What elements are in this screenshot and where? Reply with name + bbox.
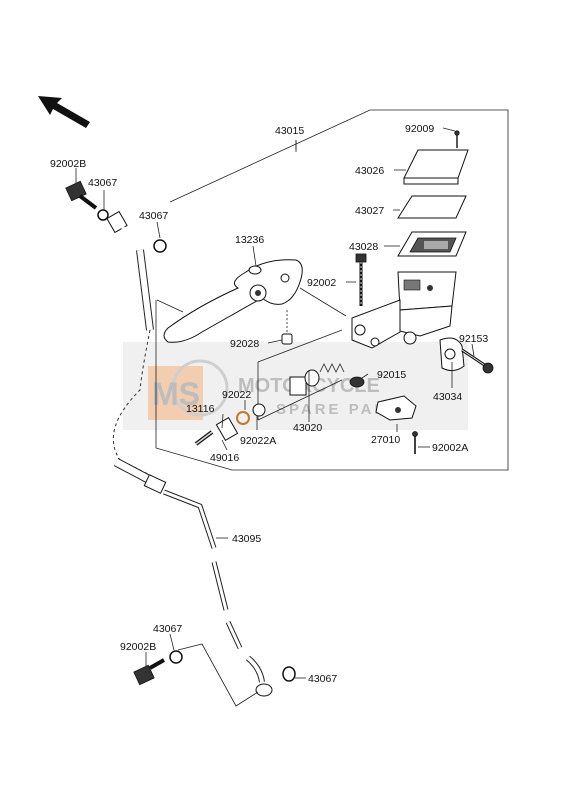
label-92002B-top: 92002B (50, 158, 86, 170)
label-43026: 43026 (355, 165, 384, 177)
label-43095: 43095 (232, 533, 261, 545)
master-cylinder-body (351, 271, 457, 349)
switch-screw (412, 431, 418, 454)
clutch-switch (375, 395, 417, 421)
label-13236: 13236 (235, 234, 264, 246)
label-43028: 43028 (349, 241, 378, 253)
leader-lines (75, 127, 475, 679)
pivot-bolt (355, 253, 367, 306)
label-43027: 43027 (355, 205, 384, 217)
part-labels: 43015 92009 43026 43027 43028 13236 9200… (50, 123, 488, 685)
front-arrow-icon (38, 96, 90, 128)
clutch-hose (112, 249, 296, 697)
label-43067-d: 43067 (308, 673, 337, 685)
reservoir-cap (403, 149, 469, 185)
label-92002B-bottom: 92002B (120, 641, 156, 653)
label-43020: 43020 (293, 422, 322, 434)
label-43067-b: 43067 (139, 210, 168, 222)
label-49016: 49016 (210, 452, 239, 464)
label-92153: 92153 (459, 333, 488, 345)
clutch-lever (163, 259, 303, 343)
label-92002A: 92002A (432, 442, 468, 454)
cap-screw (454, 130, 460, 148)
label-43067-c: 43067 (153, 623, 182, 635)
clamp-bolt (461, 348, 494, 374)
label-92009: 92009 (405, 123, 434, 135)
label-92028: 92028 (230, 338, 259, 350)
reservoir-plug (349, 376, 365, 388)
label-13116: 13116 (186, 403, 215, 415)
label-43015: 43015 (275, 125, 304, 137)
piston-assembly (289, 363, 345, 396)
label-92015: 92015 (377, 369, 406, 381)
label-92002: 92002 (307, 277, 336, 289)
label-43067-a: 43067 (88, 177, 117, 189)
diaphragm-plate (397, 195, 467, 219)
assembly-frame (155, 109, 509, 471)
handlebar-clamp (439, 337, 465, 372)
label-27010: 27010 (371, 434, 400, 446)
label-92022: 92022 (222, 389, 251, 401)
watermark-logo: MS (152, 376, 200, 412)
lever-bushing (281, 310, 293, 345)
label-92022A: 92022A (240, 435, 276, 447)
label-43034: 43034 (433, 391, 462, 403)
diaphragm (397, 231, 467, 257)
lower-banjo (133, 643, 259, 707)
pushrod-parts (194, 403, 266, 446)
